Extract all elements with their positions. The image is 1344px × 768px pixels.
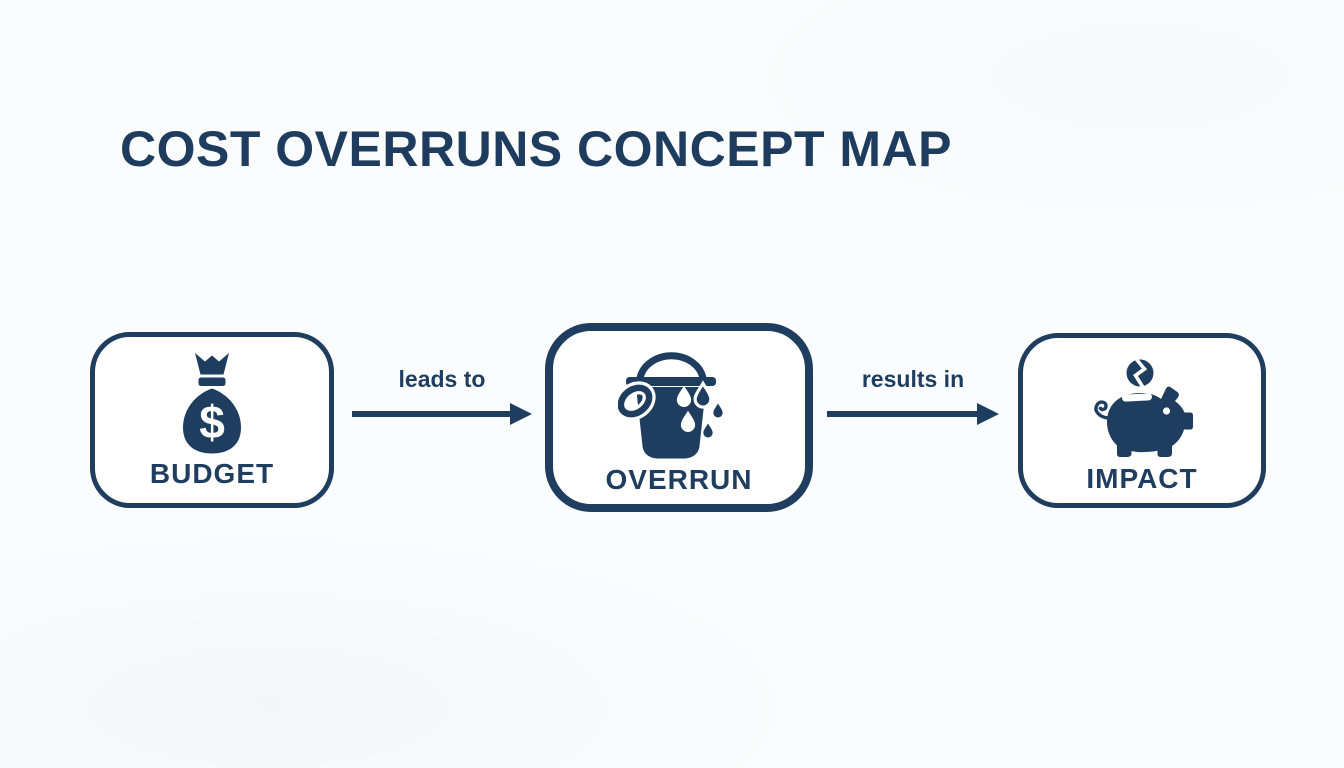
arrowhead-icon	[510, 403, 532, 425]
page-title: COST OVERRUNS CONCEPT MAP	[120, 121, 953, 177]
svg-text:$: $	[199, 396, 225, 448]
node-impact: IMPACT	[1018, 333, 1266, 508]
arrow-line	[352, 411, 514, 417]
arrowhead-icon	[977, 403, 999, 425]
arrow-line	[827, 411, 981, 417]
node-budget-label: BUDGET	[149, 458, 275, 489]
edge-label-leads-to: leads to	[398, 366, 486, 392]
node-budget: $ BUDGET	[90, 332, 334, 508]
edge-overrun-to-impact: results in	[827, 366, 999, 428]
node-impact-label: IMPACT	[1086, 462, 1198, 494]
cracked-piggy-bank-icon	[1094, 357, 1193, 457]
money-bag-icon: $	[183, 353, 241, 454]
leaking-bucket-icon	[618, 351, 723, 458]
node-overrun-label: OVERRUN	[605, 463, 753, 495]
edge-budget-to-overrun: leads to	[352, 366, 532, 428]
node-overrun: OVERRUN	[545, 323, 813, 512]
edge-label-results-in: results in	[861, 366, 965, 392]
